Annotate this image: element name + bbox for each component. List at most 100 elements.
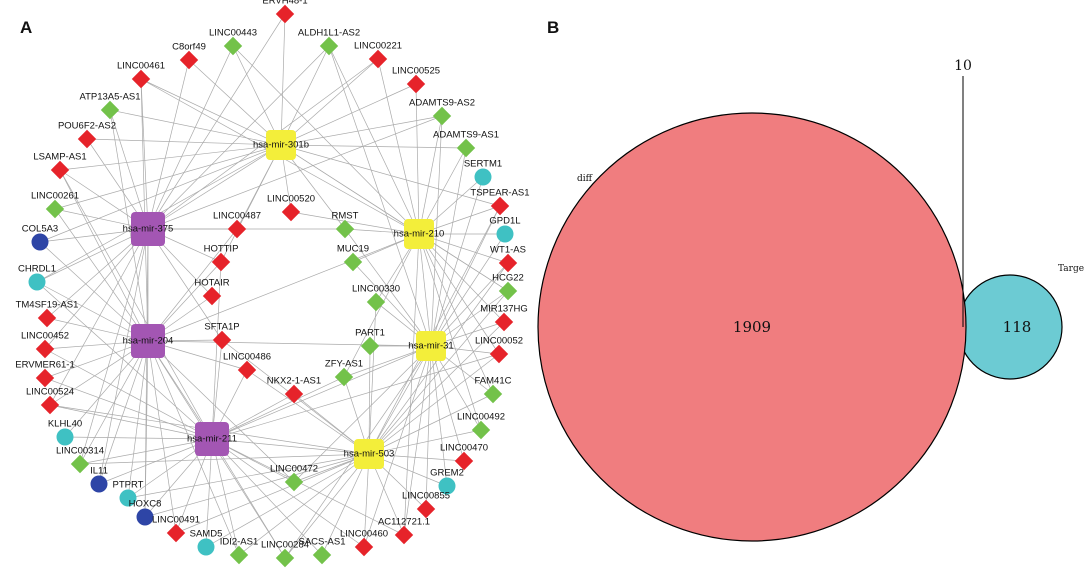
diamond-node-marker <box>454 451 474 471</box>
mirna-hub-label: hsa-mir-204 <box>123 336 174 347</box>
network-node: AC112721.1 <box>378 517 430 545</box>
network-edge <box>147 59 190 230</box>
network-edge <box>368 393 494 455</box>
network-edge <box>109 109 149 342</box>
network-edge <box>59 144 282 171</box>
network-edge <box>205 438 213 548</box>
network-node-label: LINC00487 <box>213 211 261 222</box>
diamond-node-marker <box>100 100 120 120</box>
network-edge <box>368 301 377 455</box>
diamond-node-marker <box>40 395 60 415</box>
diamond-node-marker <box>334 367 354 387</box>
network-edge <box>44 340 149 350</box>
network-node: FAM41C <box>475 376 512 404</box>
network-node-label: LINC00472 <box>270 464 318 475</box>
venn-diff-label: diff <box>577 174 593 184</box>
diamond-node-marker <box>281 202 301 222</box>
network-edge <box>211 438 370 455</box>
network-edge <box>220 144 282 263</box>
network-node-label: LINC00492 <box>457 412 505 423</box>
diamond-node-marker <box>343 252 363 272</box>
network-edge <box>39 144 282 243</box>
network-node-label: CHRDL1 <box>18 264 56 275</box>
network-node-label: MIR137HG <box>480 304 528 315</box>
network-node: LINC00314 <box>56 446 104 474</box>
network-edge <box>418 233 432 347</box>
network-node: NKX2-1-AS1 <box>267 376 321 404</box>
diamond-node-marker <box>229 545 249 565</box>
network-edge <box>328 45 432 347</box>
network-edge <box>44 228 149 350</box>
network-node: ATP13A5-AS1 <box>79 92 141 120</box>
panel-b-letter: B <box>547 18 559 37</box>
network-node: TSPEAR-AS1 <box>470 188 530 216</box>
diamond-node-marker <box>335 219 355 239</box>
network-edge <box>44 340 149 379</box>
circle-node-marker <box>56 428 74 446</box>
network-edge <box>430 205 501 347</box>
network-node-label: SFTA1P <box>204 322 239 333</box>
circle-node-marker <box>90 475 108 493</box>
diamond-node-marker <box>416 499 436 519</box>
network-edge <box>246 369 370 455</box>
network-node-label: COL5A3 <box>22 224 58 235</box>
network-edge <box>280 58 379 146</box>
network-node: LINC00261 <box>31 191 79 219</box>
network-node: LINC00524 <box>26 387 74 415</box>
network-edge <box>280 83 417 146</box>
network-edge <box>54 208 149 342</box>
network-node: HCG22 <box>492 273 524 301</box>
network-node-label: TSPEAR-AS1 <box>470 188 529 199</box>
network-edge <box>147 45 234 230</box>
network-node: SACS-AS1 <box>299 537 346 565</box>
network-node-label: SERTM1 <box>464 159 502 170</box>
network-edge <box>36 228 149 283</box>
mirna-hub-marker <box>354 439 384 469</box>
network-node-label: ZFY-AS1 <box>325 359 363 370</box>
mirna-hub-node: hsa-mir-204 <box>123 324 174 358</box>
network-edge <box>64 436 213 440</box>
network-node-label: KLHL40 <box>48 419 82 430</box>
network-node: MUC19 <box>337 244 369 272</box>
mirna-hub-node: hsa-mir-211 <box>187 422 237 456</box>
network-node: WT1-AS <box>490 245 526 273</box>
network-node: LINC00520 <box>267 194 315 222</box>
diamond-node-marker <box>35 368 55 388</box>
network-node: ERVH48-1 <box>262 0 308 24</box>
mirna-hub-label: hsa-mir-375 <box>123 224 174 235</box>
network-node: LINC00460 <box>340 529 388 557</box>
mirna-hub-marker <box>416 331 446 361</box>
network-node-label: LINC00443 <box>209 28 257 39</box>
network-edge <box>147 115 443 230</box>
network-node-label: HCG22 <box>492 273 524 284</box>
network-node: LINC00470 <box>440 443 488 471</box>
network-node: ADAMTS9-AS1 <box>433 130 499 158</box>
network-node: LINC00491 <box>152 515 200 543</box>
mirna-hub-label: hsa-mir-210 <box>394 229 445 240</box>
mirna-hub-node: hsa-mir-503 <box>344 439 394 469</box>
diamond-node-marker <box>471 420 491 440</box>
network-node: LINC00443 <box>209 28 257 56</box>
diamond-node-marker <box>354 537 374 557</box>
circle-node-marker <box>474 168 492 186</box>
network-node-label: ADAMTS9-AS2 <box>409 98 475 109</box>
diamond-node-marker <box>490 196 510 216</box>
network-edge <box>127 340 149 499</box>
mirna-hub-node: hsa-mir-375 <box>123 212 174 246</box>
network-node-label: LINC00261 <box>31 191 79 202</box>
network-edge <box>284 453 370 559</box>
diamond-node-marker <box>432 106 452 126</box>
network-edge <box>98 340 149 485</box>
network-edge <box>328 45 420 235</box>
network-node-label: LINC00525 <box>392 66 440 77</box>
network-node: LINC00284 <box>261 540 309 568</box>
network-edge <box>49 404 213 440</box>
diamond-node-marker <box>284 384 304 404</box>
network-node-label: LINC00452 <box>21 331 69 342</box>
network-edge <box>363 345 432 548</box>
network-edge <box>280 144 467 149</box>
network-edge <box>211 438 365 548</box>
network-node: SAMD5 <box>190 529 222 556</box>
network-node-label: WT1-AS <box>490 245 526 256</box>
diamond-node-marker <box>35 339 55 359</box>
